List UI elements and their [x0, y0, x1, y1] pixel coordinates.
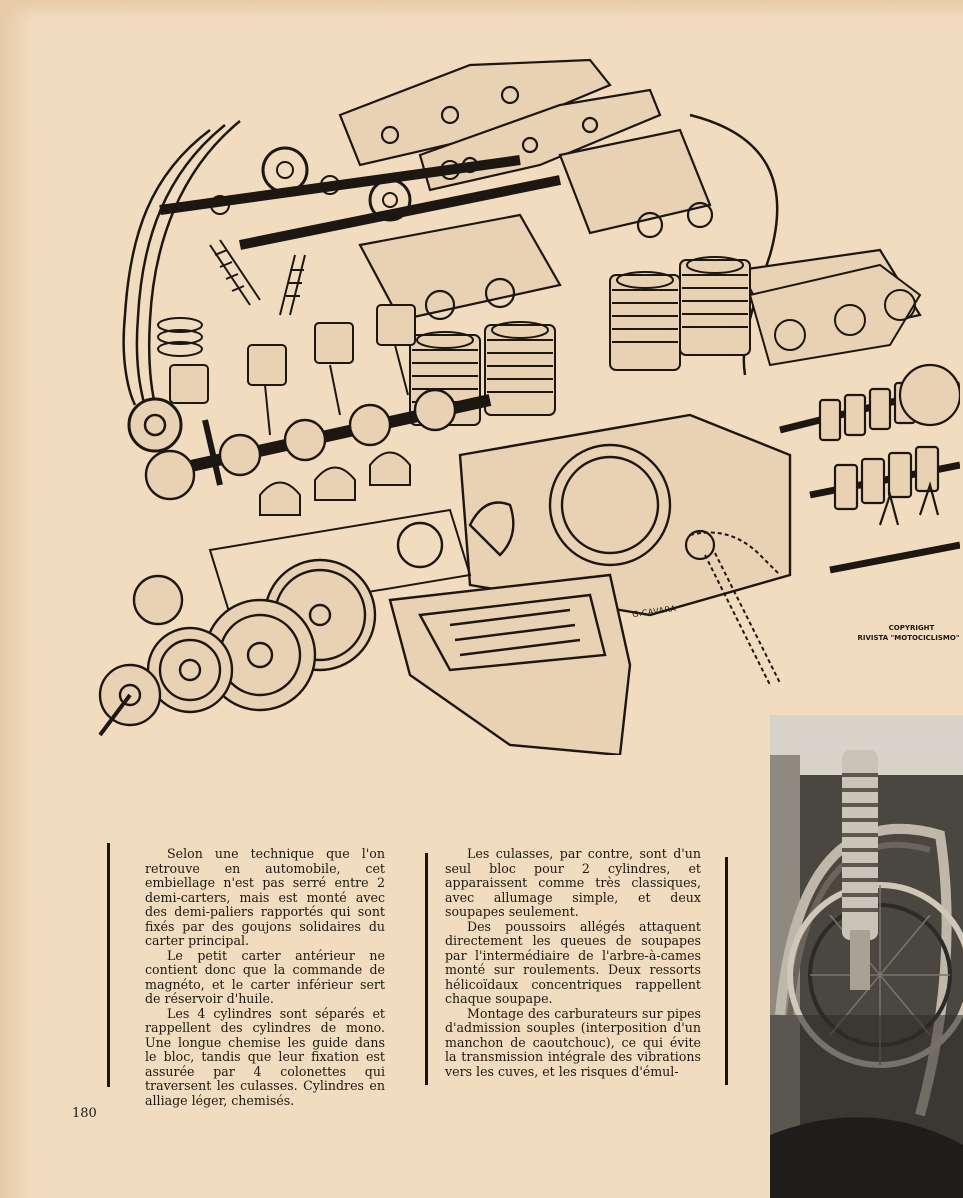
article-column-left: Selon une technique que l'on retrouve en…: [145, 846, 385, 1108]
carburettors: [748, 263, 922, 367]
bearing-caps: [259, 451, 411, 516]
exploded-engine-illustration: [90, 55, 960, 755]
pistons-and-rods: [157, 304, 416, 486]
drive-chain: [689, 531, 781, 686]
page-shadow-edge: [0, 0, 34, 1198]
column-rule-left: [107, 843, 110, 1087]
paragraph: Des poussoirs allégés attaquent directem…: [445, 918, 701, 1006]
crankcase: [458, 413, 792, 617]
valve-springs: [209, 239, 306, 316]
column-rule-right: [725, 857, 728, 1085]
ignition-wires: [122, 113, 779, 453]
base-plate: [208, 508, 472, 617]
page-number: 180: [72, 1106, 97, 1121]
article-column-right: Les culasses, par contre, sont d'un seul…: [445, 846, 701, 1079]
shock-absorber-photo: [770, 715, 963, 1198]
column-rule-middle: [425, 853, 428, 1085]
paragraph: Les 4 cylindres sont séparés et rappelle…: [145, 1005, 385, 1108]
oil-sump: [388, 573, 632, 755]
copyright-notice: COPYRIGHT RIVISTA "MOTOCICLISMO": [858, 623, 963, 643]
page-top-shadow: [0, 0, 963, 20]
paragraph: Le petit carter antérieur ne contient do…: [145, 947, 385, 1006]
paragraph: Les culasses, par contre, sont d'un seul…: [445, 846, 701, 919]
flywheel-and-gears: [98, 521, 444, 737]
paragraph: Selon une technique que l'on retrouve en…: [145, 846, 385, 948]
camshafts: [159, 146, 561, 250]
gearbox-shafts: [779, 363, 960, 574]
paragraph: Montage des carburateurs sur pipes d'adm…: [445, 1005, 701, 1079]
copyright-source: RIVISTA "MOTOCICLISMO": [857, 634, 960, 642]
crankshaft: [144, 388, 492, 501]
copyright-label: COPYRIGHT: [888, 624, 935, 632]
